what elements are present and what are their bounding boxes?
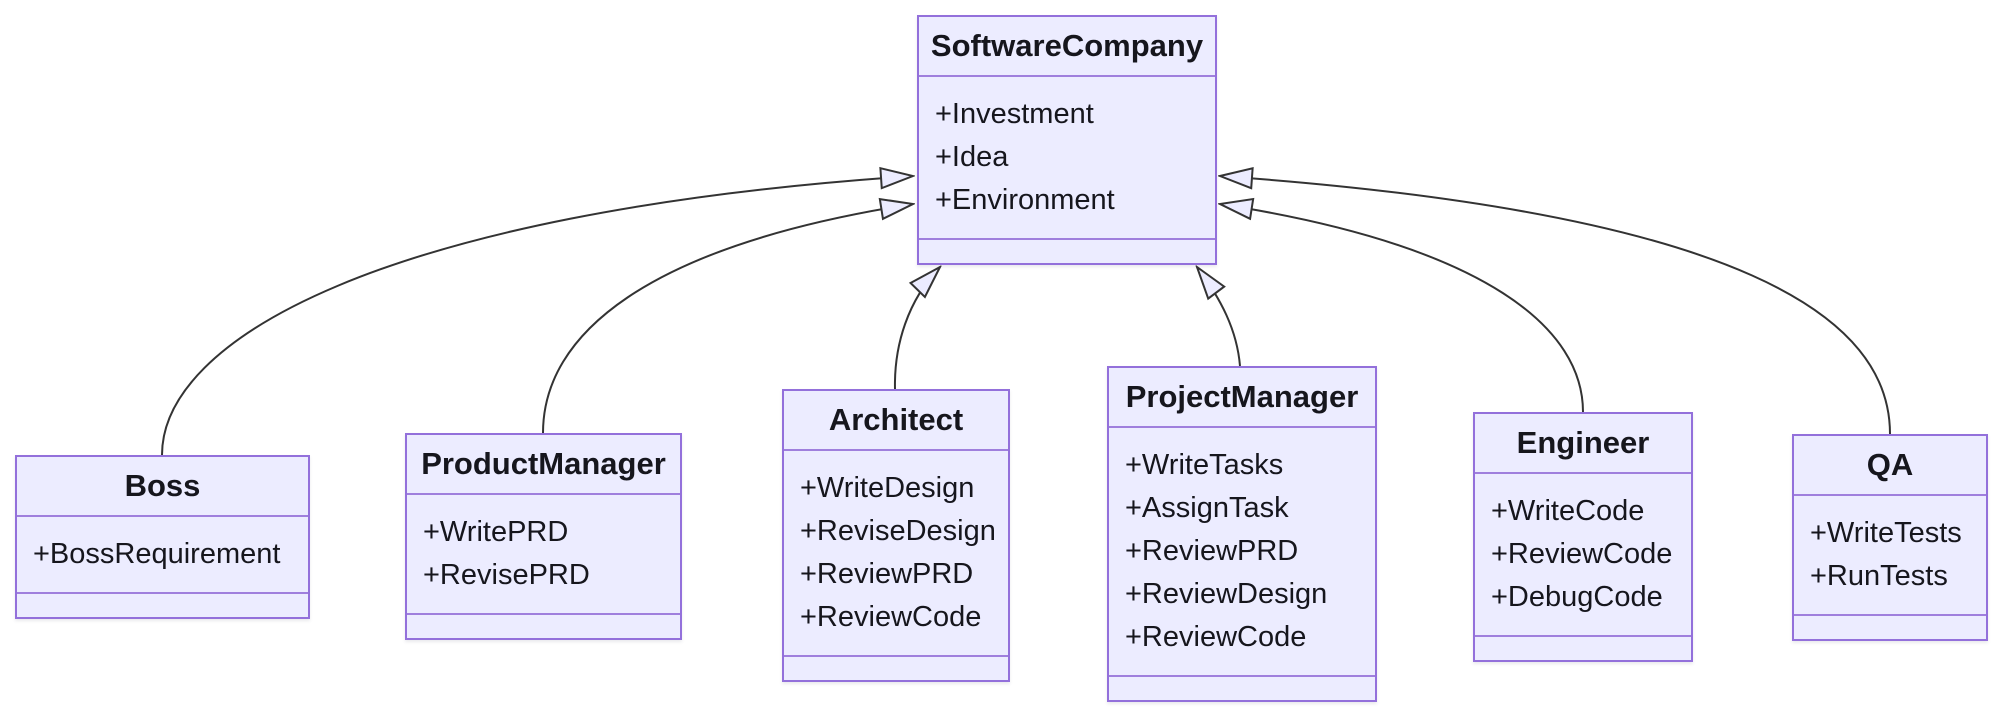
class-methods-empty [1109,677,1375,700]
class-member: +ReviewCode [1125,621,1307,653]
class-member: +WriteTests [1810,517,1962,549]
class-methods-empty [1475,637,1691,660]
class-title: ProjectManager [1109,368,1375,428]
edge-qa-softwarecompany [1220,176,1891,435]
class-member: +Investment [935,98,1094,130]
class-member: +ReviewPRD [800,558,974,590]
class-methods-empty [407,615,680,638]
class-methods-empty [17,594,308,617]
class-member: +ReviewCode [1491,538,1673,570]
class-box-boss: Boss +BossRequirement [15,455,310,619]
class-member: +ReviewCode [800,601,982,633]
class-member: +RevisePRD [423,559,590,591]
class-member: +WriteTasks [1125,449,1284,481]
class-attributes: +WriteDesign +ReviseDesign +ReviewPRD +R… [784,451,1008,657]
class-member: +BossRequirement [33,538,281,570]
class-box-engineer: Engineer +WriteCode +ReviewCode +DebugCo… [1473,412,1693,662]
class-attributes: +WriteTests +RunTests [1794,496,1986,616]
edge-productmanager-softwarecompany [542,204,913,434]
class-title: Boss [17,457,308,517]
class-member: +AssignTask [1125,492,1289,524]
class-title: SoftwareCompany [919,17,1215,77]
class-title: Architect [784,391,1008,451]
edge-boss-softwarecompany [161,176,913,456]
class-member: +ReviewDesign [1125,578,1328,610]
class-member: +RunTests [1810,560,1948,592]
class-attributes: +WritePRD +RevisePRD [407,495,680,615]
class-member: +ReviewPRD [1125,535,1299,567]
class-member: +Idea [935,141,1009,173]
class-box-productmanager: ProductManager +WritePRD +RevisePRD [405,433,682,640]
class-member: +Environment [935,184,1115,216]
class-attributes: +BossRequirement [17,517,308,594]
class-attributes: +WriteCode +ReviewCode +DebugCode [1475,474,1691,637]
class-title: ProductManager [407,435,680,495]
class-member: +DebugCode [1491,581,1663,613]
class-methods-empty [1794,616,1986,639]
class-box-softwarecompany: SoftwareCompany +Investment +Idea +Envir… [917,15,1217,265]
edge-architect-softwarecompany [893,267,940,390]
edge-projectmanager-softwarecompany [1197,267,1241,367]
class-title: Engineer [1475,414,1691,474]
class-box-architect: Architect +WriteDesign +ReviseDesign +Re… [782,389,1010,682]
class-title: QA [1794,436,1986,496]
class-methods-empty [919,240,1215,263]
class-methods-empty [784,657,1008,680]
class-box-projectmanager: ProjectManager +WriteTasks +AssignTask +… [1107,366,1377,702]
class-member: +WriteDesign [800,472,975,504]
class-attributes: +WriteTasks +AssignTask +ReviewPRD +Revi… [1109,428,1375,677]
class-box-qa: QA +WriteTests +RunTests [1792,434,1988,641]
class-member: +ReviseDesign [800,515,996,547]
class-member: +WriteCode [1491,495,1645,527]
edge-engineer-softwarecompany [1220,204,1584,413]
class-member: +WritePRD [423,516,569,548]
class-attributes: +Investment +Idea +Environment [919,77,1215,240]
